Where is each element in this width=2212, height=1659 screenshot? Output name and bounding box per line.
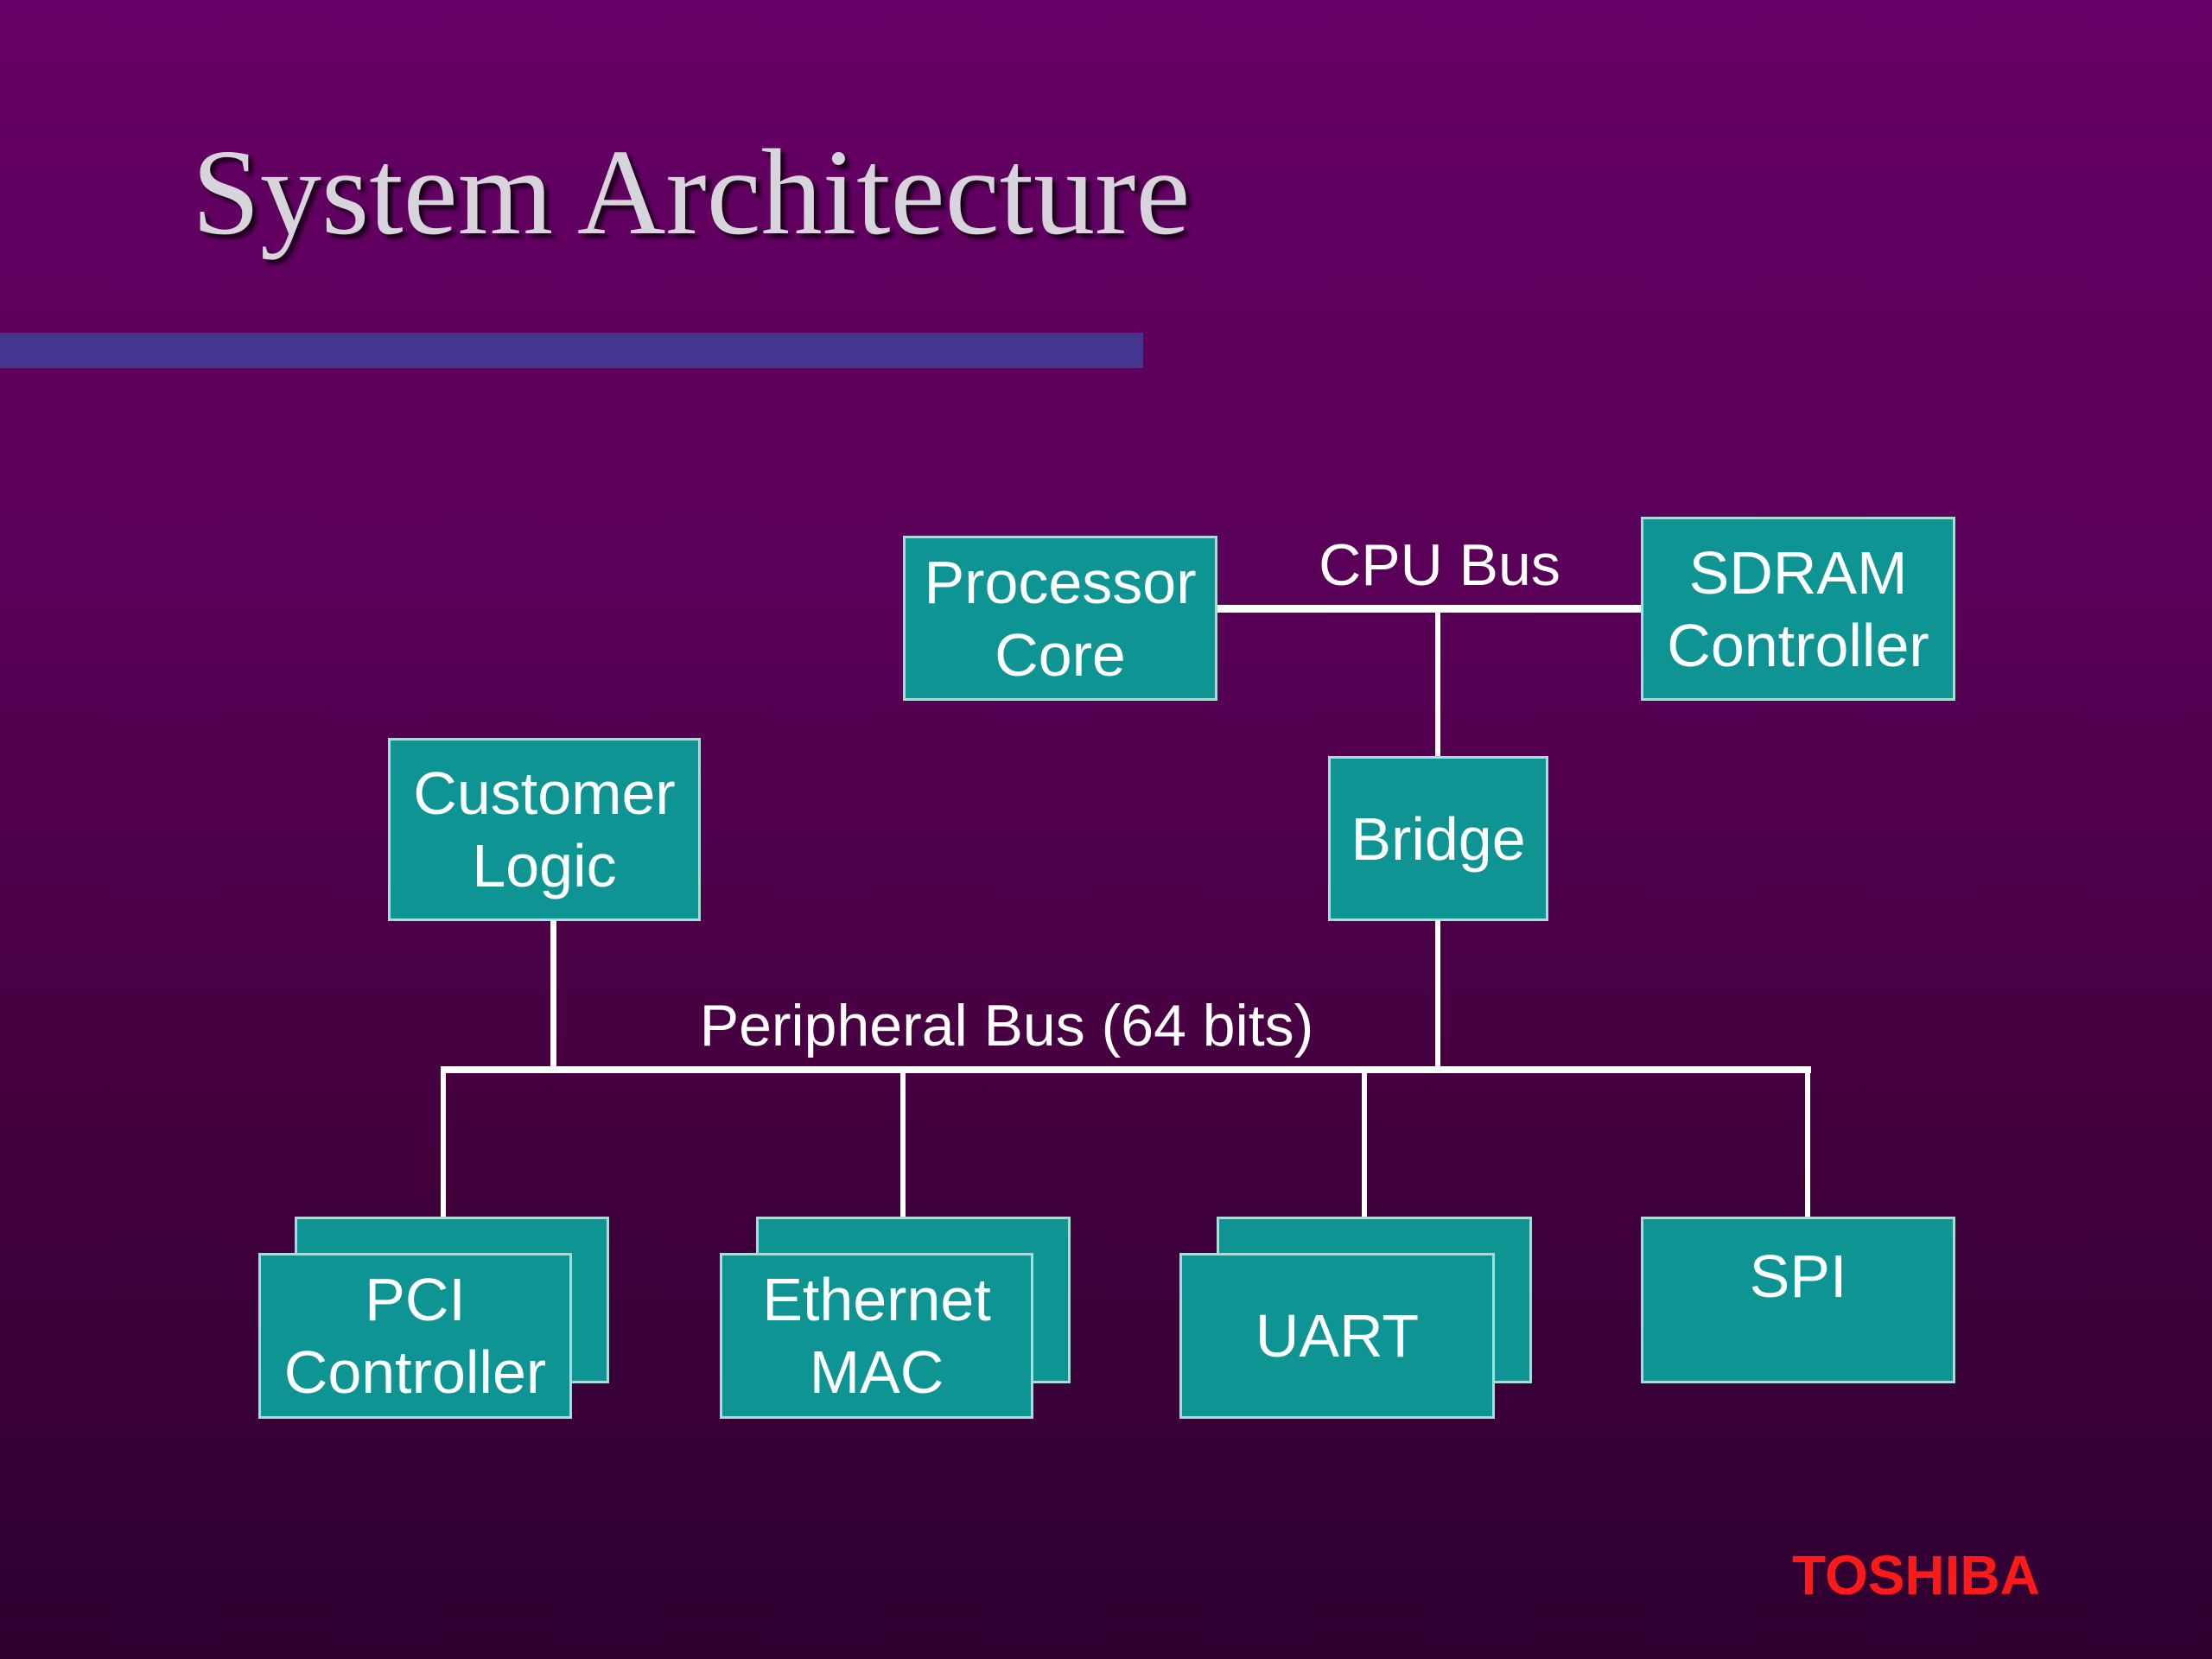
title-underline-bar xyxy=(0,333,1143,368)
pci-label-line2: Controller xyxy=(283,1338,547,1406)
processor-core-label-line2: Core xyxy=(995,620,1126,689)
peripheral-bus-line xyxy=(441,1066,1811,1073)
toshiba-logo: TOSHIBA xyxy=(1792,1544,2040,1606)
ethernet-label-line1: Ethernet xyxy=(762,1266,991,1333)
pci-label-line1: PCI xyxy=(365,1266,466,1333)
pci-drop-line xyxy=(441,1070,446,1218)
peripheral-bus-label: Peripheral Bus (64 bits) xyxy=(699,993,1314,1058)
customer-logic-label-line1: Customer xyxy=(413,760,676,827)
cpu-to-bridge-line xyxy=(1435,608,1440,758)
uart-label: UART xyxy=(1255,1302,1420,1370)
bridge-to-bus-line xyxy=(1435,920,1440,1071)
spi-label: SPI xyxy=(1749,1243,1847,1310)
sdram-label-line1: SDRAM xyxy=(1688,538,1908,607)
bridge-block: Bridge xyxy=(1328,756,1548,921)
ethernet-drop-line xyxy=(900,1070,906,1218)
customer-logic-to-bus-line xyxy=(550,920,556,1071)
ethernet-label-line2: MAC xyxy=(809,1338,944,1406)
bridge-label: Bridge xyxy=(1351,804,1526,873)
cpu-bus-label: CPU Bus xyxy=(1319,532,1560,598)
spi-block: SPI xyxy=(1641,1217,1955,1383)
processor-core-label-line1: Processor xyxy=(924,548,1197,616)
uart-block: UART xyxy=(1179,1253,1495,1419)
cpu-bus-line xyxy=(1215,605,1643,613)
spi-drop-line xyxy=(1805,1070,1810,1218)
customer-logic-label-line2: Logic xyxy=(472,832,617,899)
sdram-label-line2: Controller xyxy=(1667,611,1929,679)
uart-drop-line xyxy=(1362,1070,1367,1218)
slide-title: System Architecture xyxy=(192,124,1191,260)
